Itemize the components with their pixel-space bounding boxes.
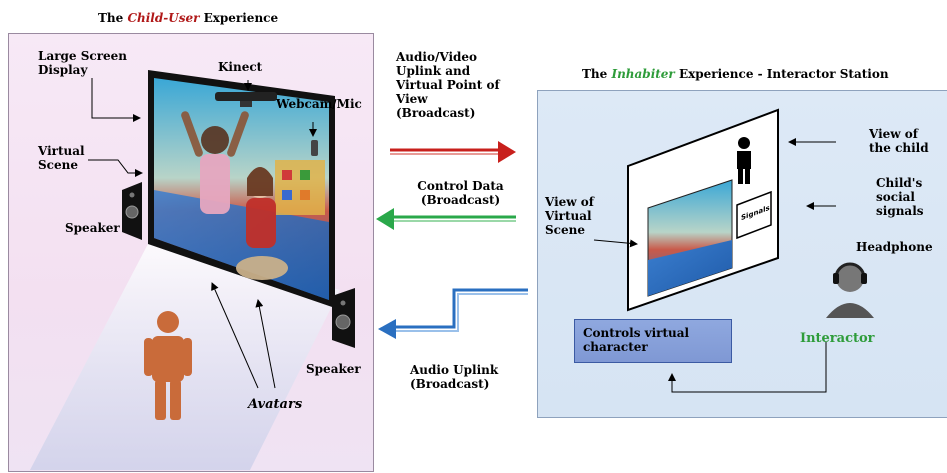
signals-box [736,190,772,240]
speaker-right-device [332,288,355,348]
label-headphone: Headphone [856,240,933,254]
kinect-device [215,92,277,101]
label-av-uplink: Audio/Video Uplink and Virtual Point of … [396,50,500,120]
label-speaker-right: Speaker [306,362,361,376]
audio-uplink-arrow [378,288,528,339]
interactor-headphone-icon [826,262,874,318]
label-webcam-mic: Webcam/Mic [276,97,362,111]
label-controls-virtual-character: Controls virtual character [583,326,690,354]
label-kinect: Kinect [218,60,263,74]
label-interactor: Interactor [800,331,875,346]
label-control-data: Control Data (Broadcast) [417,179,504,207]
avatar-woman [236,167,288,280]
label-large-screen-display: Large Screen Display [38,49,128,77]
label-virtual-scene: Virtual Scene [38,144,85,172]
label-speaker-left: Speaker [65,221,120,235]
control-data-arrow [376,208,516,230]
inhabiter-title: The Inhabiter Experience - Interactor St… [582,67,889,81]
station-child-icon [737,137,751,184]
child-user-title: The Child-User Experience [98,11,279,25]
webcam [311,140,318,156]
label-view-of-virtual-scene: View of Virtual Scene [545,195,594,237]
avatar-girl [181,111,249,214]
controls-virtual-character-box: Controls virtual character [574,319,732,363]
child-user-figure [144,311,192,420]
label-avatars: Avatars [248,397,303,412]
speaker-left-device [122,182,142,240]
label-childs-social-signals: Child's social signals [876,176,924,218]
label-view-of-child: View of the child [869,127,929,155]
av-uplink-arrow [390,141,516,163]
label-audio-uplink: Audio Uplink (Broadcast) [410,363,499,391]
